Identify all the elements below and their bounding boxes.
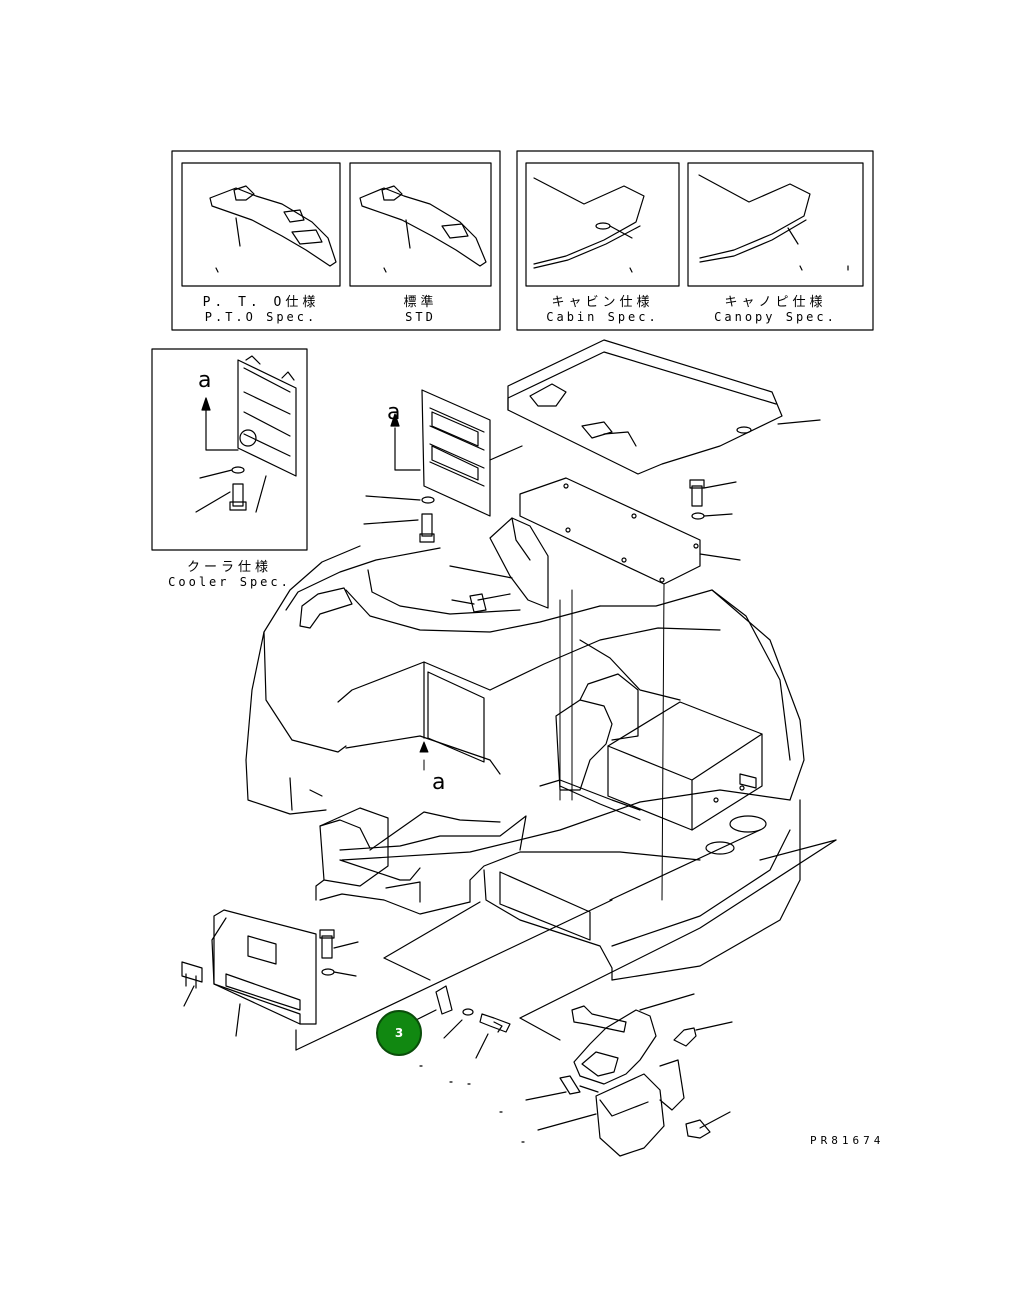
canopy-spec-label-jp: キャノピ仕様 [724,295,827,310]
canopy-spec-label-en: Canopy Spec. [714,310,837,324]
pto-spec-label-en: P.T.O Spec. [204,310,318,324]
grille-cover [363,389,523,543]
battery-box [607,701,767,855]
step-bracket [499,993,733,1157]
cooler-spec-label-jp: クーラ仕様 [186,560,272,575]
view-arrow-a-grille: a [387,400,401,425]
assembly-frame-lines [295,839,837,1051]
std-label-en: STD [405,310,436,324]
reference-lines [419,583,665,901]
machine-body [245,545,805,981]
cooler-inset [151,348,308,551]
under-plate [519,477,741,585]
floor-plate [507,339,821,475]
cabin-spec-label-jp: キャビン仕様 [551,295,654,310]
std-label-jp: 標準 [403,295,438,310]
bolt-washer-right [689,479,737,520]
front-guard [181,909,359,1051]
pto-spec-label-jp: P. T. O仕様 [202,295,320,310]
small-plate-bolt [415,985,511,1085]
part-callout-3[interactable]: 3 [376,1010,422,1056]
view-arrow-a-cooler: a [198,368,212,393]
view-arrow-a-body: a [432,770,446,795]
drawing-number: PR81674 [810,1134,885,1147]
cooler-spec-label-en: Cooler Spec. [168,575,291,589]
bracket [449,517,549,613]
support-mount [539,673,641,821]
spec-inset-left-group [171,150,501,331]
spec-inset-right-group [516,150,874,331]
cabin-spec-label-en: Cabin Spec. [546,310,659,324]
